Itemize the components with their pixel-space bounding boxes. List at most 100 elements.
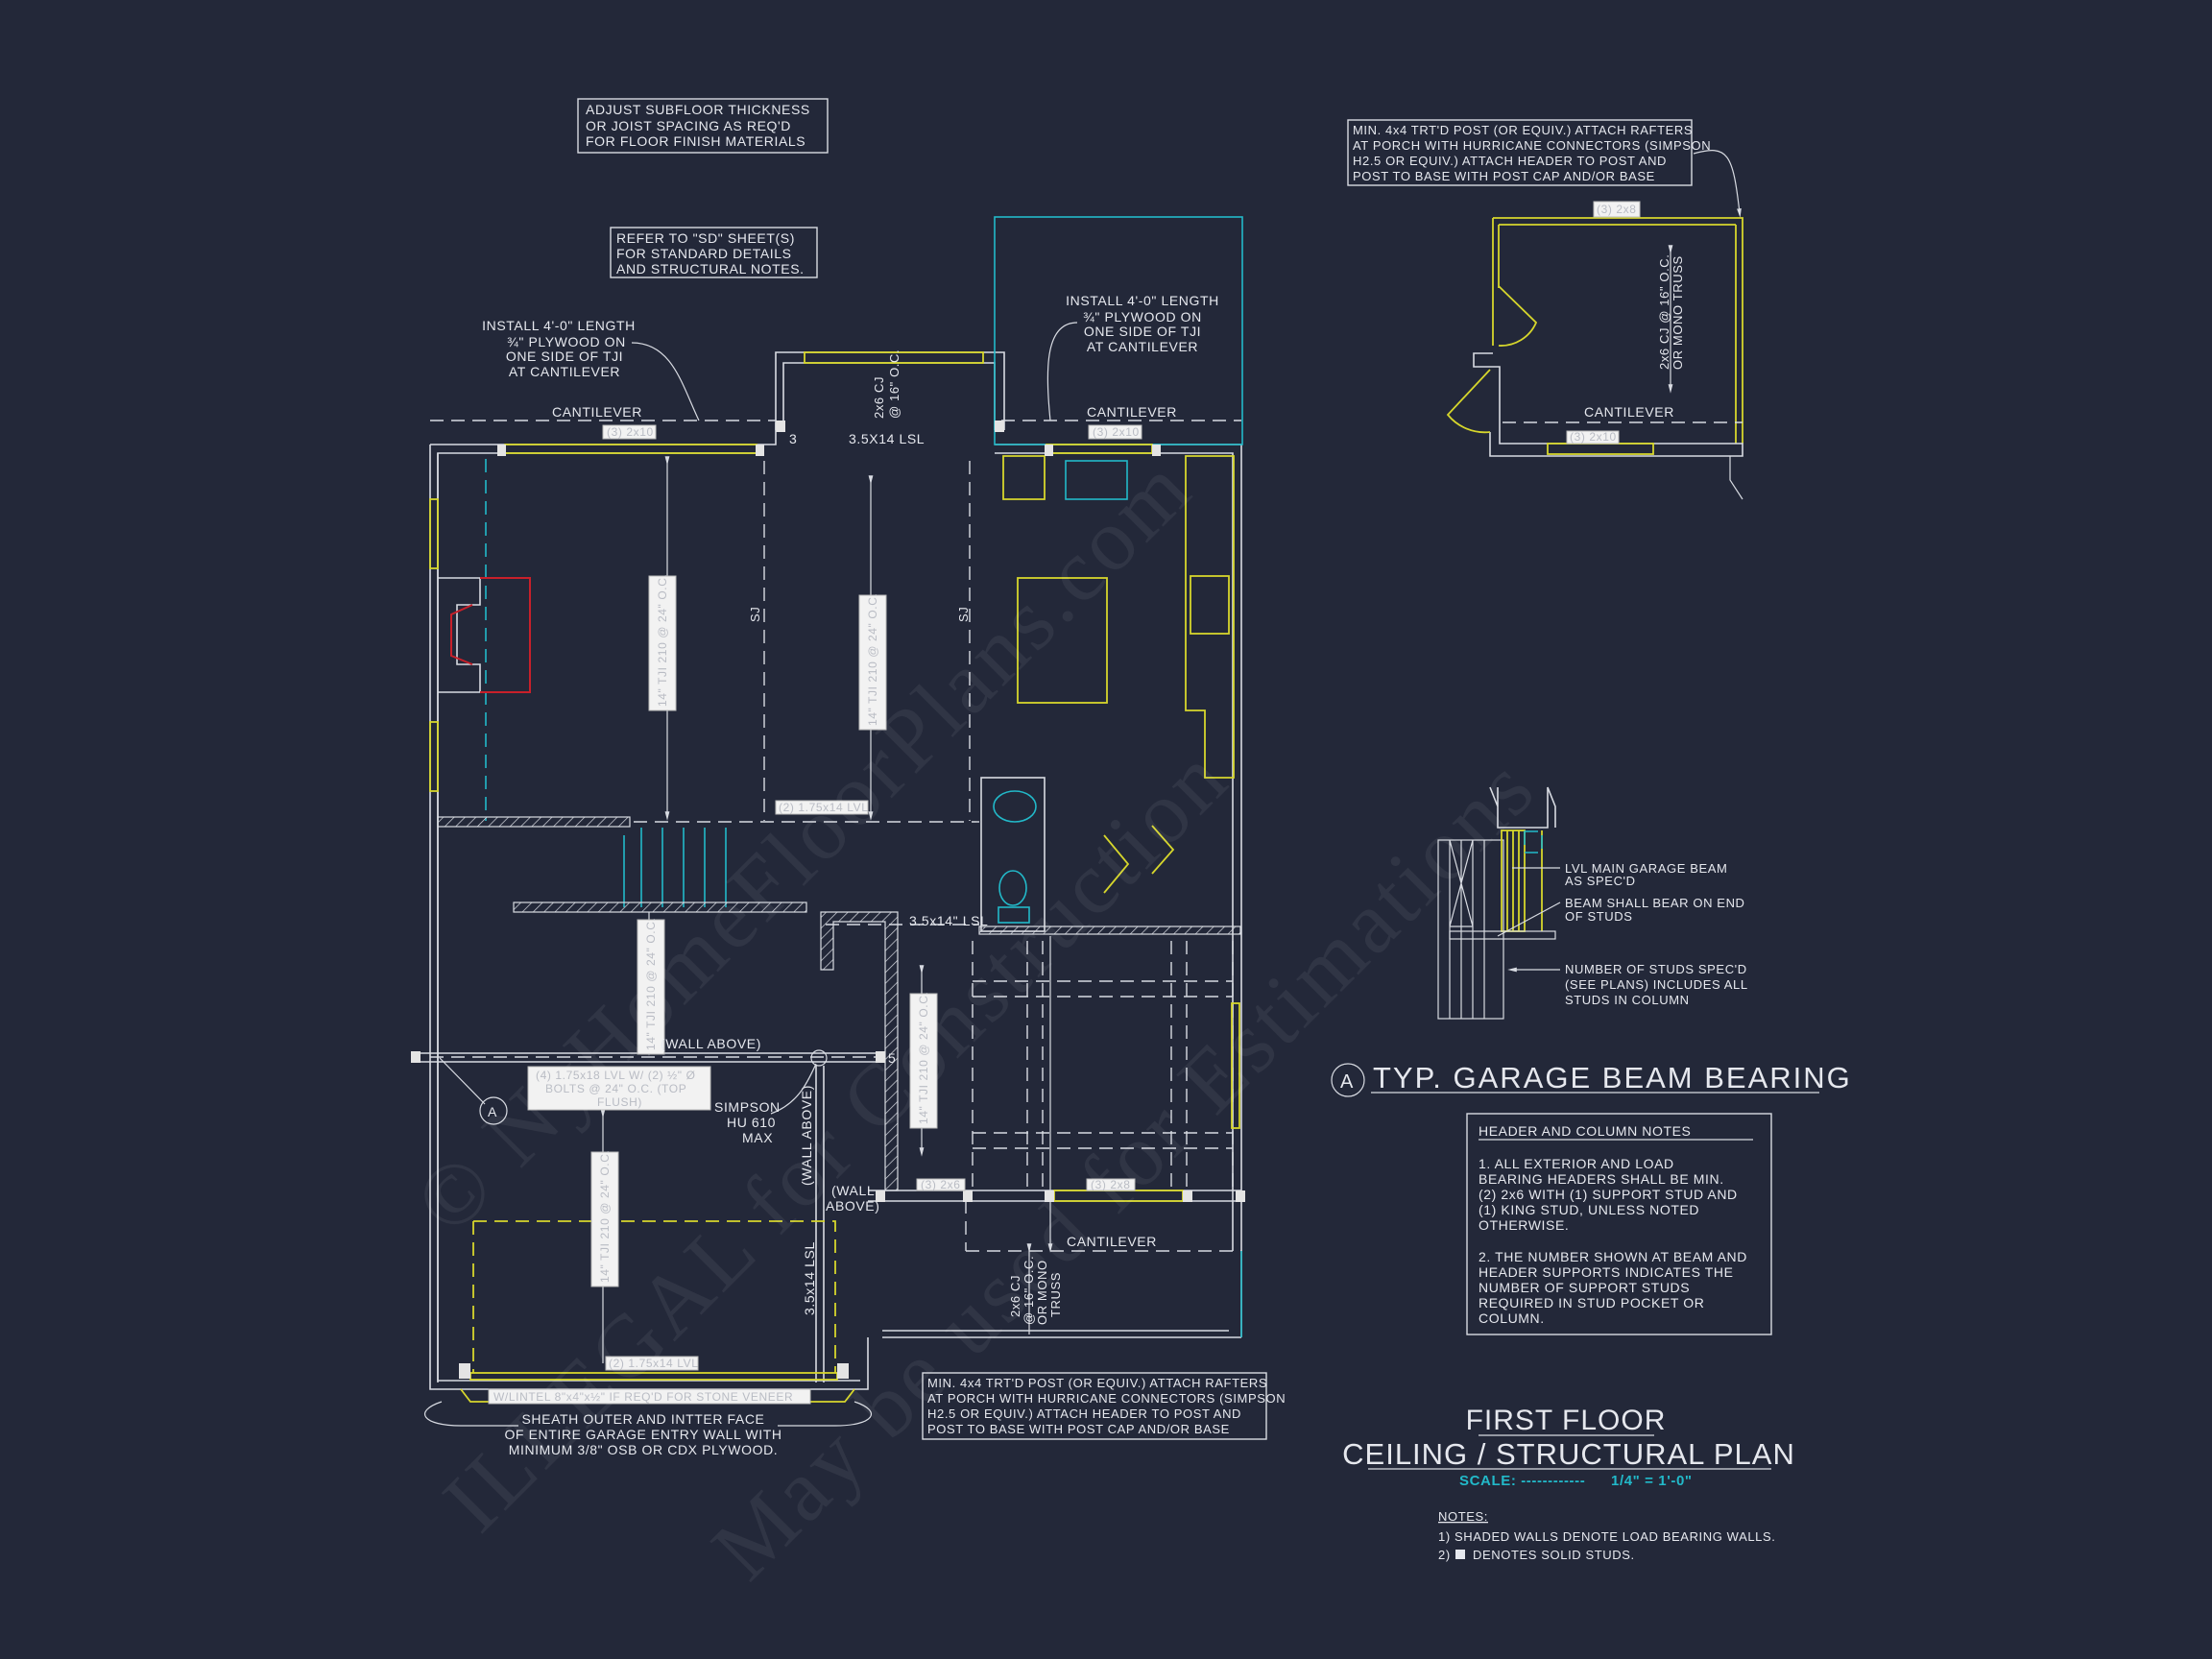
beam-tag: (3) 2x10	[1570, 430, 1617, 444]
beam-tags: (3) 2x10 (3) 2x10 (2) 1.75x14 LVL (2) 1.…	[488, 424, 1142, 1405]
beam-tag: W/LINTEL 8"x4"x½" IF REQ'D FOR STONE VEN…	[493, 1390, 793, 1404]
callout-plywood-right: INSTALL 4'-0" LENGTH ¾" PLYWOOD ON ONE S…	[1046, 293, 1219, 421]
porch-detail: MIN. 4x4 TRT'D POST (OR EQUIV.) ATTACH R…	[1347, 119, 1743, 500]
beam-tag: (3) 2x6	[921, 1178, 961, 1191]
joist-label: 2x6 CJ	[1008, 1275, 1022, 1317]
beam-tag: (3) 2x8	[1597, 203, 1637, 216]
beam-tag: BOLTS @ 24" O.C. (TOP	[545, 1082, 686, 1095]
note-line: AND STRUCTURAL NOTES.	[616, 261, 805, 276]
callout-line: AT CANTILEVER	[509, 364, 620, 379]
note-subfloor: ADJUST SUBFLOOR THICKNESS OR JOIST SPACI…	[577, 98, 829, 154]
kitchen	[1002, 455, 1235, 779]
callout-line: SHEATH OUTER AND INTTER FACE	[521, 1411, 764, 1427]
callout-line: OF ENTIRE GARAGE ENTRY WALL WITH	[504, 1427, 781, 1442]
callout-line: MAX	[742, 1130, 773, 1145]
section-marker[interactable]	[479, 1096, 508, 1125]
callout-porch-post-bottom: MIN. 4x4 TRT'D POST (OR EQUIV.) ATTACH R…	[922, 1372, 1286, 1440]
notes-heading: NOTES:	[1438, 1509, 1488, 1524]
callout-line: STUDS IN COLUMN	[1565, 993, 1690, 1007]
note-line: 1) SHADED WALLS DENOTE LOAD BEARING WALL…	[1438, 1529, 1775, 1544]
plan-labels: CANTILEVER CANTILEVER CANTILEVER 3.5X14 …	[479, 349, 1177, 1325]
note-line: HEADER SUPPORTS INDICATES THE	[1479, 1264, 1734, 1280]
callout-line: OF STUDS	[1565, 909, 1633, 924]
wall-above-label: ABOVE)	[826, 1198, 880, 1214]
callout-line: ¾" PLYWOOD ON	[1083, 309, 1202, 325]
note-line: OR JOIST SPACING AS REQ'D	[586, 118, 791, 133]
callout-line: AT CANTILEVER	[1087, 339, 1198, 354]
cooktop	[1190, 575, 1230, 635]
callout-line: MIN. 4x4 TRT'D POST (OR EQUIV.) ATTACH R…	[927, 1376, 1267, 1390]
note-line: FOR FLOOR FINISH MATERIALS	[586, 133, 805, 149]
callout-line: HU 610	[727, 1115, 776, 1130]
wall-above-label: (WALL	[831, 1183, 875, 1198]
note-line: 2)	[1438, 1548, 1451, 1562]
beam-tag: (3) 2x10	[607, 425, 654, 439]
simpson-callout: SIMPSON HU 610 MAX	[714, 1099, 781, 1145]
callout-line: MINIMUM 3/8" OSB OR CDX PLYWOOD.	[509, 1442, 779, 1457]
section-marker-label: A	[488, 1104, 497, 1119]
sj-label: SJ	[956, 607, 971, 622]
beam-tag: FLUSH)	[597, 1095, 642, 1109]
callout-line: INSTALL 4'-0" LENGTH	[482, 318, 636, 333]
title-block: FIRST FLOOR CEILING / STRUCTURAL PLAN SC…	[1342, 1405, 1795, 1489]
note-line: 2. THE NUMBER SHOWN AT BEAM AND	[1479, 1249, 1747, 1264]
beam-tag: (2) 1.75x14 LVL	[609, 1357, 699, 1370]
detail-marker-label: A	[1340, 1071, 1354, 1093]
header-beam	[804, 351, 984, 364]
scale-value: 1/4" = 1'-0"	[1611, 1473, 1693, 1489]
note-line: DENOTES SOLID STUDS.	[1473, 1548, 1635, 1562]
drawing-title-line1: FIRST FLOOR	[1466, 1405, 1667, 1436]
joist-label: 2x6 CJ @ 16" O.C.	[1657, 254, 1671, 371]
solid-studs	[411, 421, 1245, 1379]
callout-line: ¾" PLYWOOD ON	[507, 334, 626, 349]
kitchen-island	[1017, 577, 1108, 704]
drawing-title-line2: CEILING / STRUCTURAL PLAN	[1342, 1437, 1795, 1471]
solid-stud-symbol	[1455, 1550, 1465, 1559]
note-line: ADJUST SUBFLOOR THICKNESS	[586, 102, 810, 117]
cantilever-label: CANTILEVER	[1584, 404, 1674, 420]
garage-beam-bearing-detail: LVL MAIN GARAGE BEAM AS SPEC'D BEAM SHAL…	[1331, 786, 1852, 1097]
callout-line: POST TO BASE WITH POST CAP AND/OR BASE	[1353, 169, 1655, 183]
beam-tag: (4) 1.75x18 LVL W/ (2) ½" Ø	[536, 1069, 696, 1082]
note-line: COLUMN.	[1479, 1310, 1545, 1326]
beam-tag: 14" TJI 210 @ 24" O.C.	[917, 992, 930, 1124]
callout-line: POST TO BASE WITH POST CAP AND/OR BASE	[927, 1422, 1230, 1436]
joist-label: OR MONO TRUSS	[1671, 255, 1685, 370]
support-count: 3	[789, 431, 797, 446]
general-notes: NOTES: 1) SHADED WALLS DENOTE LOAD BEARI…	[1438, 1509, 1775, 1562]
note-line: NUMBER OF SUPPORT STUDS	[1479, 1280, 1690, 1295]
beam-tag: (2) 1.75x14 LVL	[779, 801, 869, 814]
sj-label: SJ	[748, 607, 762, 622]
callout-line: AT PORCH WITH HURRICANE CONNECTORS (SIMP…	[1353, 138, 1711, 153]
note-line: BEARING HEADERS SHALL BE MIN.	[1479, 1171, 1724, 1187]
callout-line: ONE SIDE OF TJI	[1084, 324, 1201, 339]
note-line: OTHERWISE.	[1479, 1217, 1569, 1233]
cantilever-label: CANTILEVER	[1067, 1234, 1157, 1249]
callout-line: H2.5 OR EQUIV.) ATTACH HEADER TO POST AN…	[927, 1407, 1241, 1421]
joist-label: @ 16" O.C.	[887, 349, 902, 419]
callout-line: AT PORCH WITH HURRICANE CONNECTORS (SIMP…	[927, 1391, 1286, 1406]
cantilever-label: CANTILEVER	[1087, 404, 1177, 420]
callout-garage-sheath: SHEATH OUTER AND INTTER FACE OF ENTIRE G…	[504, 1411, 781, 1457]
wall-above-label: (WALL ABOVE)	[799, 1085, 814, 1186]
beam-tag: 14" TJI 210 @ 24" O.C.	[598, 1150, 612, 1283]
cantilever-label: CANTILEVER	[552, 404, 642, 420]
support-count: 5	[888, 1050, 896, 1066]
beam-size-label: 3.5X14 LSL	[849, 431, 925, 446]
beam-size-label: 3.5x14" LSL	[909, 913, 988, 928]
callout-line: INSTALL 4'-0" LENGTH	[1066, 293, 1219, 308]
callout-line: SIMPSON	[714, 1099, 781, 1115]
beam-tag: (3) 2x8	[1091, 1178, 1131, 1191]
detail-title: TYP. GARAGE BEAM BEARING	[1373, 1061, 1852, 1094]
header-column-notes: HEADER AND COLUMN NOTES 1. ALL EXTERIOR …	[1466, 1113, 1772, 1335]
notes-title: HEADER AND COLUMN NOTES	[1479, 1123, 1692, 1139]
floor-plan	[411, 216, 1245, 1427]
beam-tag: 14" TJI 210 @ 24" O.C.	[866, 593, 879, 726]
callout-line: H2.5 OR EQUIV.) ATTACH HEADER TO POST AN…	[1353, 154, 1667, 168]
joist-label: TRUSS	[1048, 1272, 1063, 1317]
callout-line: NUMBER OF STUDS SPEC'D	[1565, 962, 1747, 976]
callout-plywood-left: INSTALL 4'-0" LENGTH ¾" PLYWOOD ON ONE S…	[482, 318, 700, 421]
beam-tag: 14" TJI 210 @ 24" O.C.	[644, 918, 658, 1050]
beam-tag: 14" TJI 210 @ 24" O.C.	[656, 574, 669, 707]
